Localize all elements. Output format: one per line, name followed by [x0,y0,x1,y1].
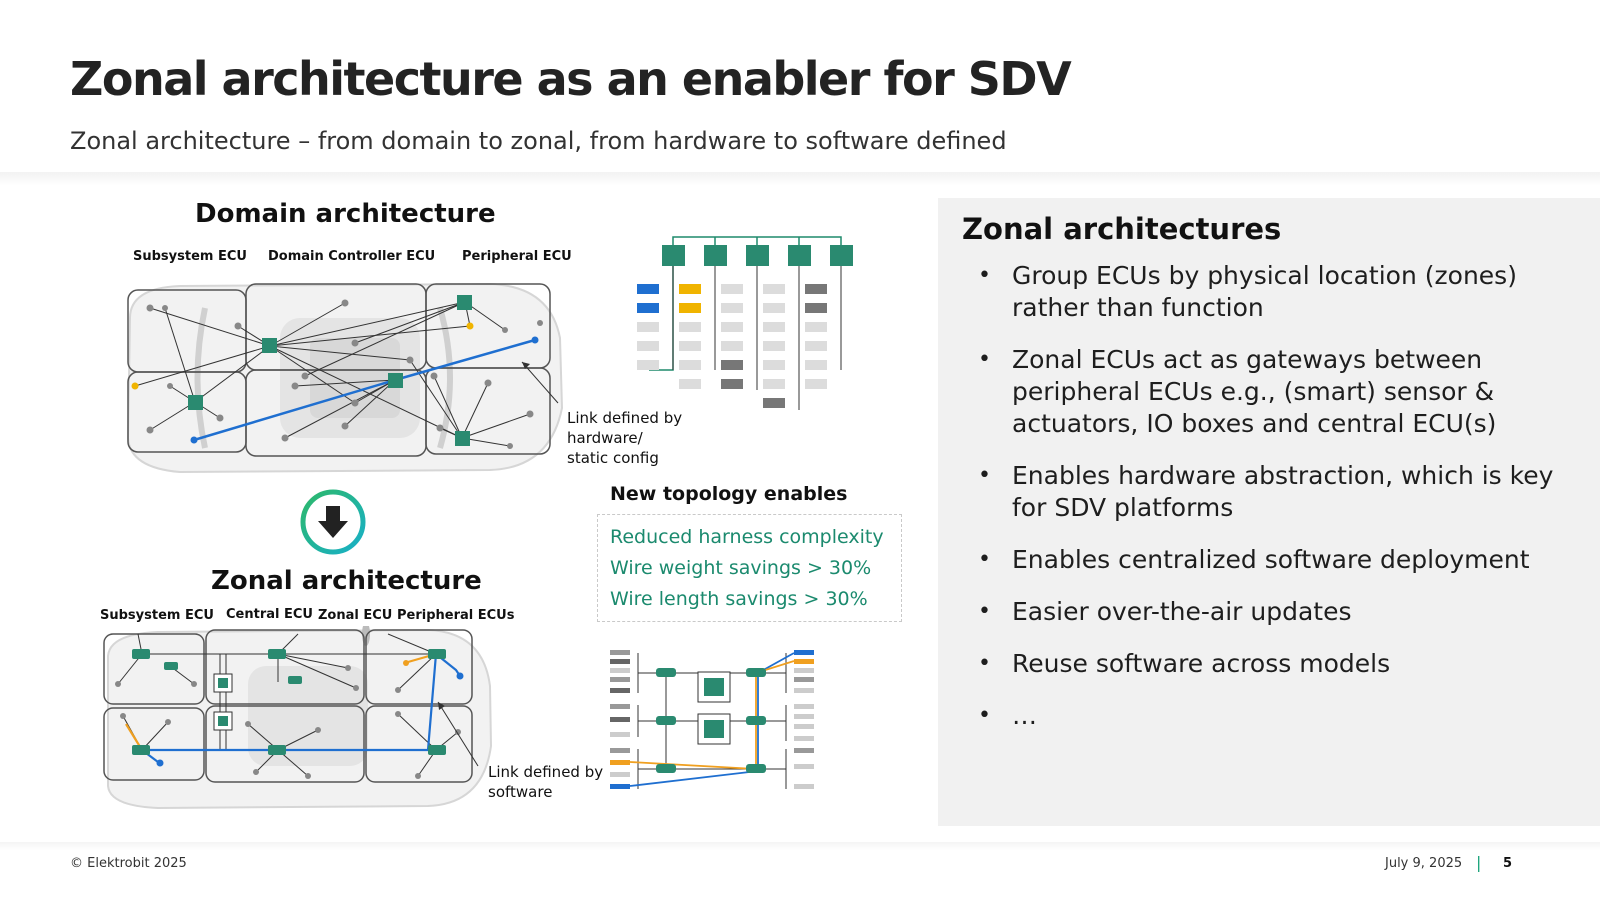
bullet-item: Zonal ECUs act as gateways between perip… [966,344,1566,440]
footer-date: July 9, 2025 [1385,856,1463,871]
topology-benefit-item: Reduced harness complexity [610,526,884,548]
peripheral-ecu-highlight-dot [131,382,139,390]
topology-benefits-box: Reduced harness complexity Wire weight s… [597,514,902,622]
header-divider [0,172,1600,186]
domain-link-note: Link defined by hardware/ static config [567,409,683,467]
central-ecu-label: Central ECU [226,607,313,622]
peripheral-ecu-dots [146,299,543,449]
panel-bullet-list: Group ECUs by physical location (zones) … [966,260,1566,752]
footer-divider [0,842,1600,850]
footer-copyright: © Elektrobit 2025 [70,856,187,871]
bullet-item: Easier over-the-air updates [966,596,1566,628]
link-endpoint [403,660,409,666]
zone-boxes [103,629,473,783]
zonal-harness-topology [610,650,814,789]
zonal-architectures-panel: Zonal architectures Group ECUs by physic… [938,198,1600,826]
zonal-link-note: Link defined by software [488,763,604,801]
topology-benefit-item: Wire length savings > 30% [610,588,868,610]
domain-architecture-heading: Domain architecture [195,199,496,229]
page-title: Zonal architecture as an enabler for SDV [70,52,1072,106]
domain-architecture-diagram [126,282,564,474]
zonal-architecture-diagram [103,626,493,810]
bullet-item: Group ECUs by physical location (zones) … [966,260,1566,324]
link-endpoint [190,436,198,444]
zonal-peripheral-ecus-label: Peripheral ECUs [397,608,515,623]
zonal-subsystem-ecu-label: Subsystem ECU [100,608,214,623]
topology-benefit-item: Wire weight savings > 30% [610,557,872,579]
zonal-ecu-nodes [132,649,446,755]
note-arrowhead [438,702,445,710]
central-ecu-nodes [213,673,233,731]
domain-ecu-nodes [188,295,472,446]
page-subtitle: Zonal architecture – from domain to zona… [70,127,1007,155]
note-pointer [521,361,559,404]
page-number: 5 [1503,856,1513,871]
zonal-architecture-heading: Zonal architecture [211,566,482,596]
panel-title: Zonal architectures [962,212,1282,246]
domain-controller-ecu-label: Domain Controller ECU [268,249,436,264]
transition-arrow-icon [300,489,366,555]
zonal-ecu-label: Zonal ECU [318,608,393,623]
bullet-item: Reuse software across models [966,648,1566,680]
bullet-item: … [966,700,1566,732]
peripheral-ecu-highlight-dot [466,322,474,330]
footer-separator: | [1476,853,1482,872]
peripheral-ecu-dots [115,665,461,779]
domain-peripheral-ecu-label: Peripheral ECU [462,249,572,264]
note-pointer [437,701,479,767]
link-endpoint [156,759,164,767]
domain-subsystem-ecu-label: Subsystem ECU [133,249,247,264]
link-endpoint [456,672,464,680]
note-arrowhead [522,362,530,369]
bullet-item: Enables centralized software deployment [966,544,1566,576]
bullet-item: Enables hardware abstraction, which is k… [966,460,1566,524]
link-endpoint [531,336,539,344]
topology-title: New topology enables [610,483,848,505]
domain-harness-topology [637,236,853,410]
